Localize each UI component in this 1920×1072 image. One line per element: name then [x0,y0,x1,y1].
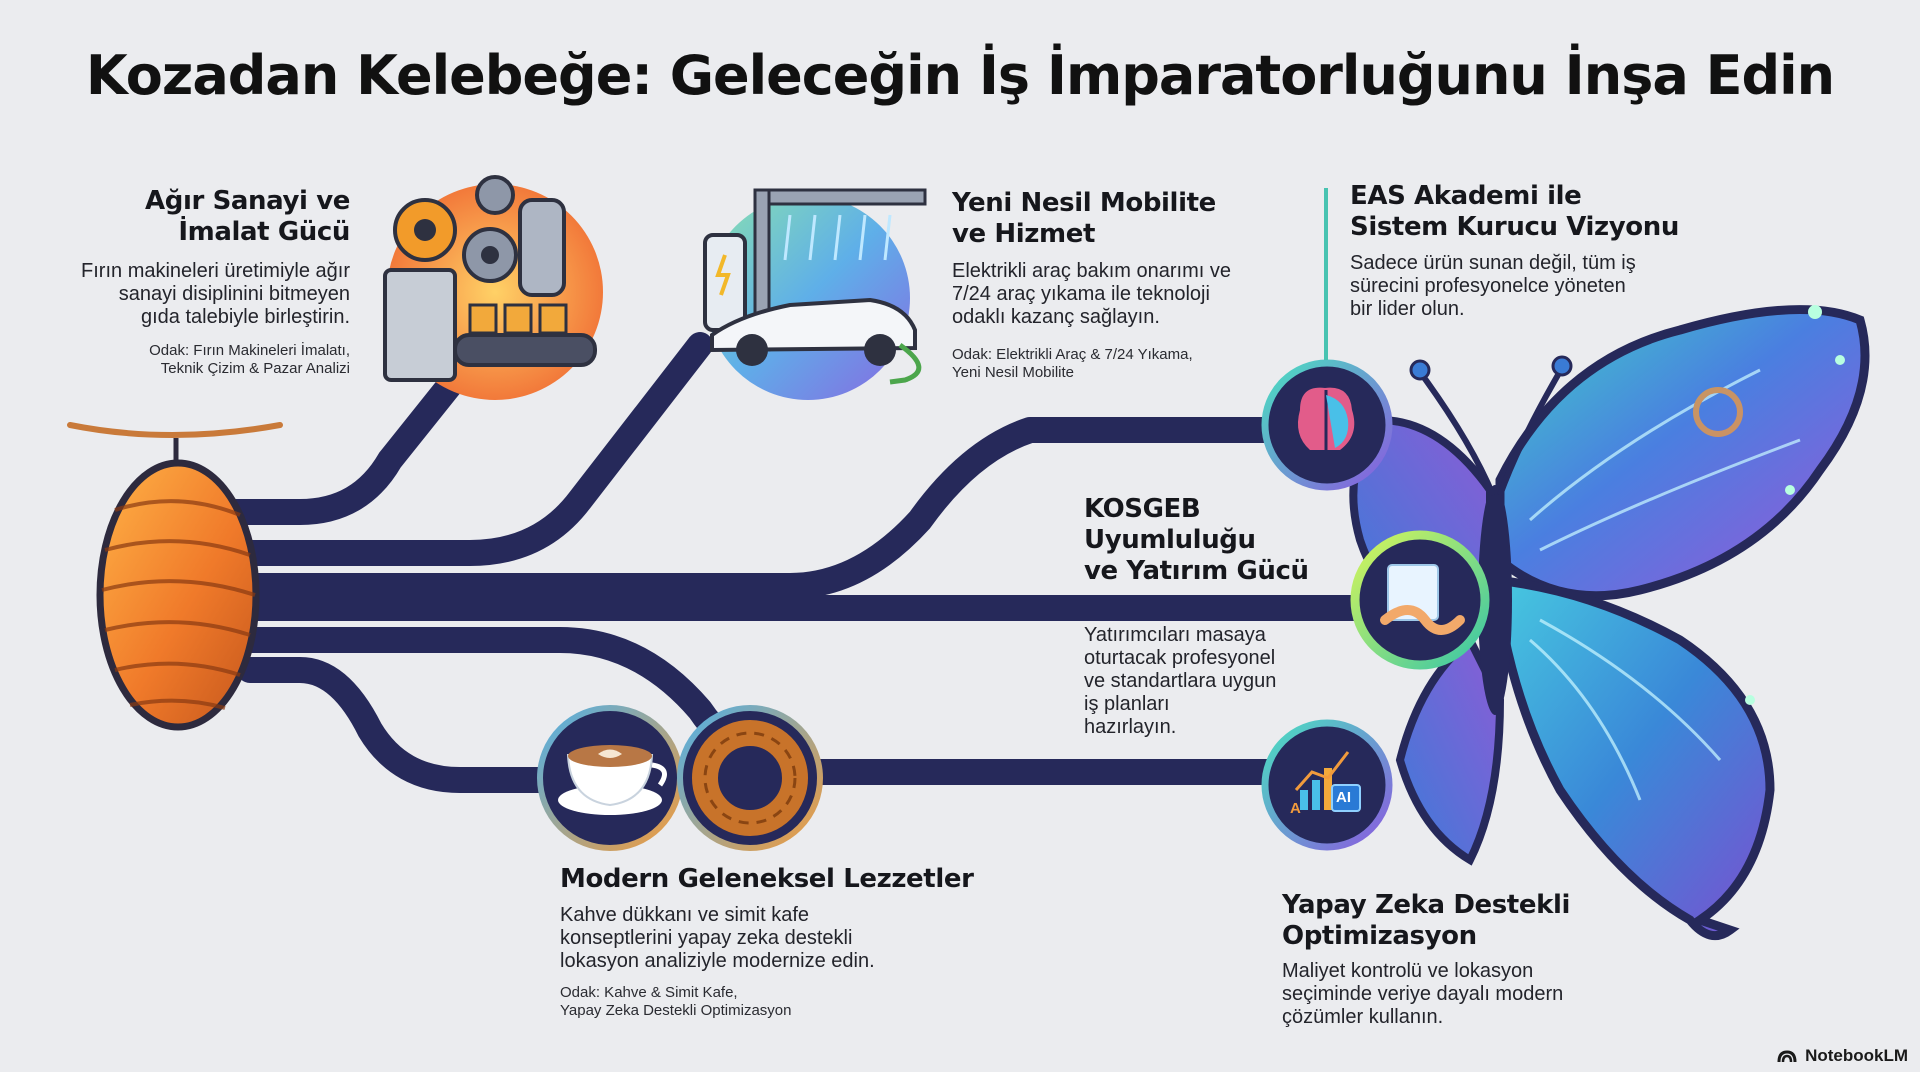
kosgeb-body-line: hazırlayın. [1084,716,1177,738]
food-focus: Odak: Kahve & Simit Kafe, Yapay Zeka Des… [560,984,960,1020]
mobility-body-line: Elektrikli araç bakım onarımı ve [952,260,1231,282]
path-to-industry [217,347,483,525]
mobility-focus-line: Odak: Elektrikli Araç & 7/24 Yıkama, [952,346,1193,363]
ai-body-line: seçiminde veriye dayalı modern [1282,983,1564,1005]
ai-heading-line2: Optimizasyon [1282,921,1477,951]
mobility-body-line: 7/24 araç yıkama ile teknoloji [952,283,1210,305]
notebooklm-logo: NotebookLM [1805,1046,1908,1066]
kosgeb-heading-line: KOSGEB [1084,494,1201,524]
food-body-line: Kahve dükkanı ve simit kafe [560,904,810,926]
heavy-industry-heading-line2: İmalat Gücü [178,217,350,247]
coffee-cup-icon [537,705,683,851]
simit-icon [677,705,823,851]
academy-heading-line2: Sistem Kurucu Vizyonu [1350,212,1679,242]
mobility-body: Elektrikli araç bakım onarımı ve 7/24 ar… [952,260,1312,329]
heavy-industry-body-line: Fırın makineleri üretimiyle ağır [81,260,350,282]
academy-body-line: bir lider olun. [1350,298,1465,320]
mobility-heading-line1: Yeni Nesil Mobilite [952,188,1216,218]
kosgeb-body-line: oturtacak profesyonel [1084,647,1276,669]
heavy-industry-heading-line1: Ağır Sanayi ve [145,186,350,216]
ai-body: Maliyet kontrolü ve lokasyon seçiminde v… [1282,960,1642,1029]
academy-body: Sadece ürün sunan değil, tüm iş sürecini… [1350,252,1710,321]
kosgeb-body-line: ve standartlara uygun [1084,670,1277,692]
food-focus-line: Odak: Kahve & Simit Kafe, [560,984,738,1001]
kosgeb-body: Yatırımcıları masaya oturtacak profesyon… [1084,624,1314,739]
mobility-body-line: odaklı kazanç sağlayın. [952,306,1160,328]
path-to-academy [227,417,1303,599]
ai-icon-badge: AI [1336,789,1351,806]
food-body-line: konseptlerini yapay zeka destekli [560,927,853,949]
food-body: Kahve dükkanı ve simit kafe konseptlerin… [560,904,960,973]
heavy-industry-body-line: sanayi disiplinini bitmeyen [118,283,350,305]
academy-heading-line1: EAS Akademi ile [1350,181,1582,211]
brain-circuit-icon [1261,359,1393,491]
ai-chart-icon [1261,719,1393,851]
mobility-heading-line2: ve Hizmet [952,219,1095,249]
kosgeb-body-line: iş planları [1084,693,1170,715]
food-heading: Modern Geleneksel Lezzetler [560,864,974,894]
ai-body-line: çözümler kullanın. [1282,1006,1444,1028]
academy-heading: EAS Akademi ile Sistem Kurucu Vizyonu [1350,181,1750,243]
electric-car-wash-icon [703,188,927,400]
mobility-heading: Yeni Nesil Mobilite ve Hizmet [952,188,1312,250]
cocoon-illustration [67,422,283,731]
kosgeb-heading-line: ve Yatırım Gücü [1084,556,1309,586]
heavy-industry-body-line: gıda talebiyle birleştirin. [141,306,350,328]
mobility-focus-line: Yeni Nesil Mobilite [952,364,1075,381]
heavy-industry-focus-line: Odak: Fırın Makineleri İmalatı, [149,342,350,359]
growth-paths [217,332,1373,793]
handshake-document-icon [1350,530,1490,670]
heavy-industry-heading: Ağır Sanayi ve İmalat Gücü [40,186,350,248]
food-body-line: lokasyon analiziyle modernize edin. [560,950,875,972]
heavy-industry-focus-line: Teknik Çizim & Pazar Analizi [160,360,350,377]
factory-gears-icon [383,175,603,400]
path-to-mobility [219,332,713,566]
heavy-industry-focus: Odak: Fırın Makineleri İmalatı, Teknik Ç… [40,342,350,378]
academy-body-line: Sadece ürün sunan değil, tüm iş [1350,252,1636,274]
ai-heading: Yapay Zeka Destekli Optimizasyon [1282,890,1642,952]
food-focus-line: Yapay Zeka Destekli Optimizasyon [560,1002,792,1019]
kosgeb-heading-line: Uyumluluğu [1084,525,1256,555]
mobility-focus: Odak: Elektrikli Araç & 7/24 Yıkama, Yen… [952,346,1312,382]
page-title: Kozadan Kelebeğe: Geleceğin İş İmparator… [85,44,1835,107]
academy-body-line: sürecini profesyonelce yöneten [1350,275,1626,297]
kosgeb-heading: KOSGEB Uyumluluğu ve Yatırım Gücü [1084,494,1344,587]
path-to-food [237,657,561,793]
ai-icon-letter-a: A [1290,800,1301,817]
ai-body-line: Maliyet kontrolü ve lokasyon [1282,960,1534,982]
notebooklm-logo-text: NotebookLM [1805,1046,1908,1065]
kosgeb-body-line: Yatırımcıları masaya [1084,624,1266,646]
ai-heading-line1: Yapay Zeka Destekli [1282,890,1570,920]
heavy-industry-body: Fırın makineleri üretimiyle ağır sanayi … [40,260,350,329]
notebooklm-logo-mark [1777,1050,1797,1063]
